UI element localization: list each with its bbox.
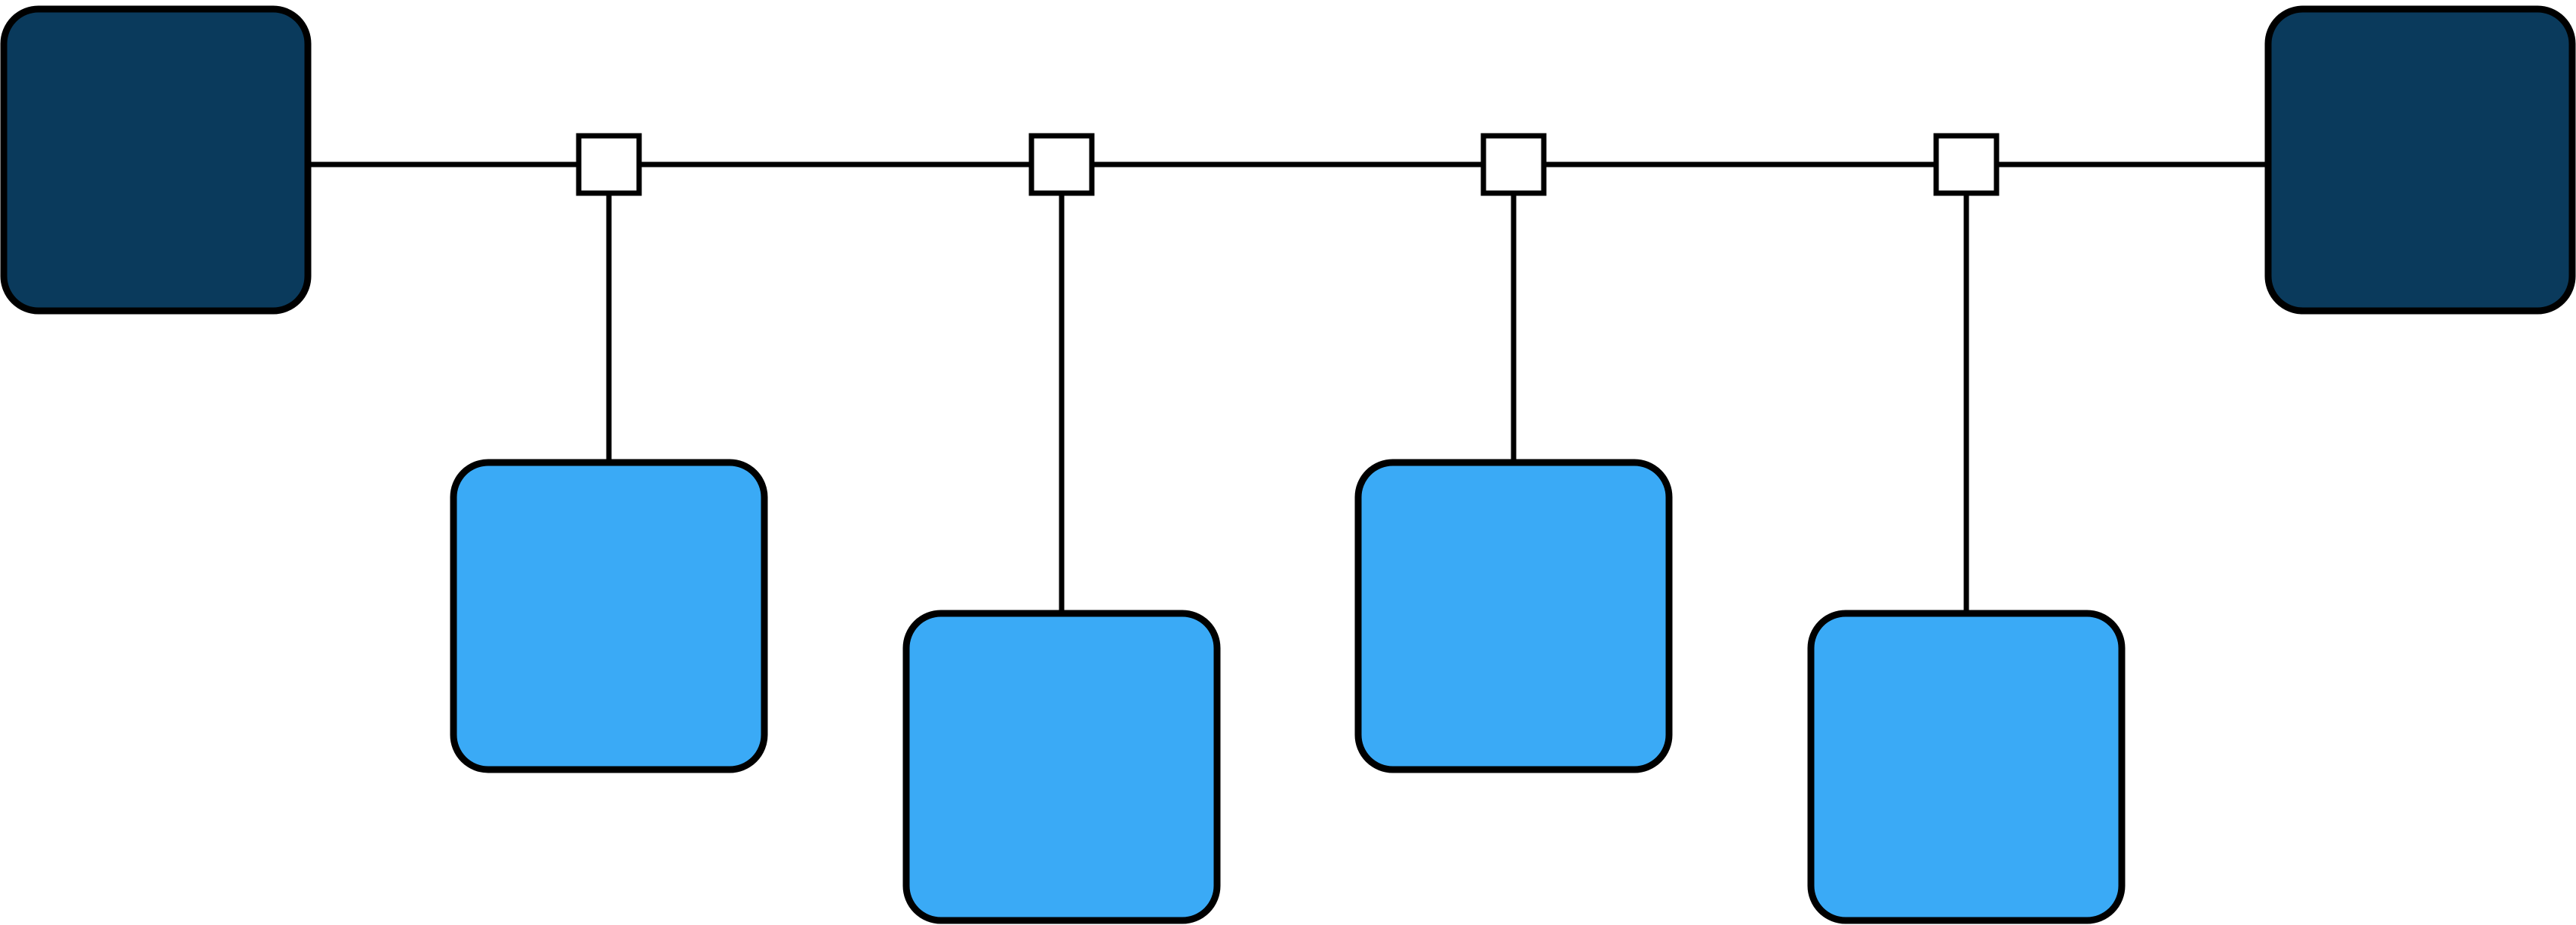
junction-square-1[interactable] (576, 133, 642, 196)
child-node-3[interactable] (1354, 459, 1673, 773)
junction-square-3[interactable] (1480, 133, 1547, 196)
endpoint-node-right[interactable] (2264, 5, 2576, 315)
endpoint-node-left[interactable] (0, 5, 312, 315)
child-node-4[interactable] (1807, 610, 2126, 924)
child-node-2[interactable] (902, 610, 1221, 924)
junction-square-4[interactable] (1933, 133, 2000, 196)
junction-square-2[interactable] (1028, 133, 1095, 196)
child-node-1[interactable] (450, 459, 768, 773)
